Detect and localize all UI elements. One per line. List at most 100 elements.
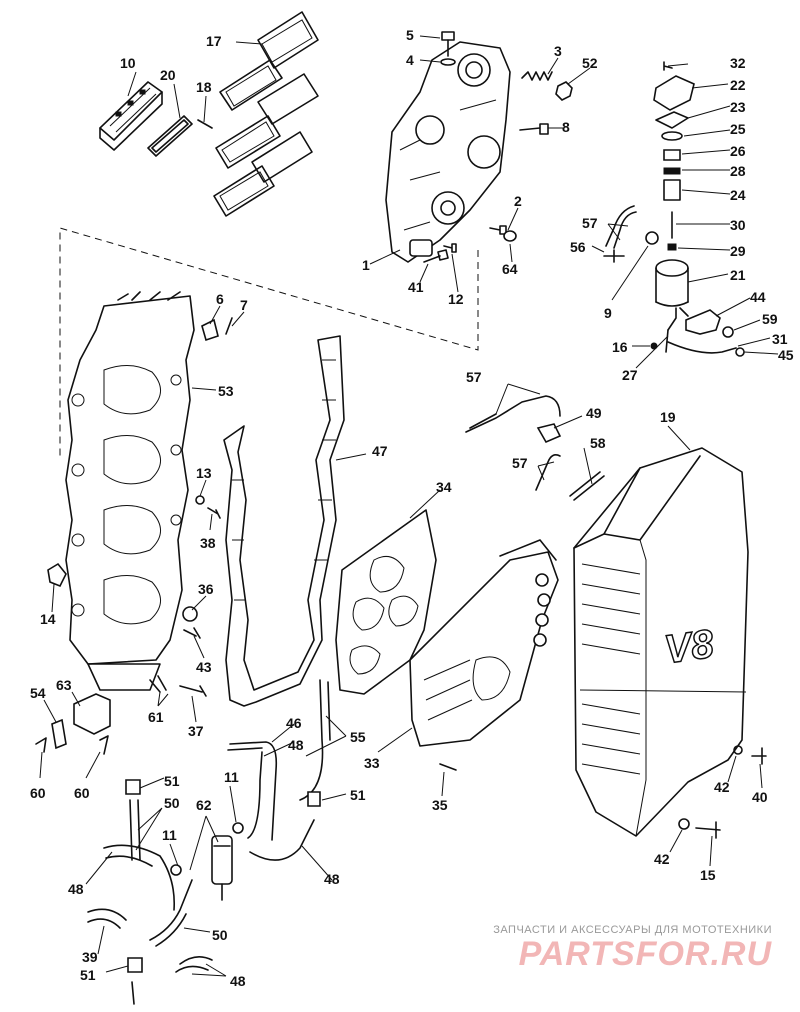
callout-43: 43 — [196, 659, 212, 675]
terminal-part-45 — [735, 347, 745, 357]
callout-42b: 42 — [654, 851, 670, 867]
callout-40: 40 — [752, 789, 768, 805]
diaphragm-part-25 — [661, 131, 683, 141]
callout-50b: 50 — [212, 927, 228, 943]
screw-part-38 — [207, 507, 221, 519]
fitting-part-56 — [603, 249, 625, 263]
callout-51a: 51 — [164, 773, 180, 789]
clip-part-11-right — [232, 822, 244, 834]
callout-15: 15 — [700, 867, 716, 883]
bolt-part-37 — [179, 685, 207, 697]
callout-22: 22 — [730, 77, 746, 93]
callout-10: 10 — [120, 55, 136, 71]
fitting-part-51-top — [125, 779, 141, 795]
clip-part-11-left — [170, 864, 182, 876]
hose-part-57-mid — [465, 395, 561, 433]
hose-part-48-right — [249, 819, 315, 861]
callout-11a: 11 — [224, 769, 239, 785]
callout-50a: 50 — [164, 795, 180, 811]
callout-31: 31 — [772, 331, 788, 347]
callout-26: 26 — [730, 143, 746, 159]
callout-53: 53 — [218, 383, 234, 399]
screw-part-12 — [443, 243, 457, 253]
hose-part-55 — [299, 679, 331, 801]
callout-30: 30 — [730, 217, 746, 233]
callout-57a: 57 — [582, 215, 598, 231]
callout-14: 14 — [40, 611, 56, 627]
callout-8: 8 — [562, 119, 570, 135]
callout-48a: 48 — [288, 737, 304, 753]
callout-11b: 11 — [162, 827, 177, 843]
callout-17: 17 — [206, 33, 222, 49]
intake-gasket-stack-part — [213, 11, 319, 217]
bolt-part-40 — [751, 747, 767, 765]
callout-5: 5 — [406, 27, 414, 43]
washer-part-4 — [440, 58, 456, 66]
callout-58: 58 — [590, 435, 606, 451]
callout-19: 19 — [660, 409, 676, 425]
callout-4: 4 — [406, 52, 414, 68]
hose-part-57-top — [605, 205, 637, 249]
washer-part-42a — [733, 745, 743, 755]
wire-part-31 — [667, 341, 737, 354]
plate-part-54 — [51, 718, 67, 750]
nut-part-52 — [555, 81, 573, 101]
ring-part-29 — [667, 243, 677, 251]
cover-emblem-v8: V8 — [662, 622, 717, 672]
long-gasket-part-47 — [223, 335, 345, 707]
spring-part-26 — [663, 149, 681, 161]
bolt-part-41 — [423, 249, 449, 263]
solenoid-part-21 — [655, 259, 689, 331]
adapter-plate-part — [65, 291, 195, 691]
washer-part-42b — [678, 818, 690, 830]
fitting-part-51-right — [307, 791, 321, 807]
watermark: ЗАПЧАСТИ И АКСЕССУАРЫ ДЛЯ МОТОТЕХНИКИ PA… — [493, 924, 772, 972]
callout-32: 32 — [730, 55, 746, 71]
fitting-part-14 — [47, 562, 67, 588]
hose-part-48-left — [103, 844, 176, 911]
callout-57b: 57 — [466, 369, 482, 385]
screw-part-32 — [663, 61, 673, 71]
sleeve-part-24 — [663, 179, 681, 201]
bolt-part-5 — [441, 31, 455, 57]
gasket-part-23 — [655, 111, 689, 129]
plug-part-36 — [182, 606, 198, 622]
screw-part-35 — [439, 763, 457, 771]
bolt-part-15 — [695, 821, 721, 839]
callout-62: 62 — [196, 797, 212, 813]
callout-46: 46 — [286, 715, 302, 731]
callout-36: 36 — [198, 581, 214, 597]
engine-cover-part-19 — [573, 447, 749, 837]
callout-51c: 51 — [80, 967, 96, 983]
callout-18: 18 — [196, 79, 212, 95]
manifold-cover-part-33 — [409, 539, 559, 747]
callout-60a: 60 — [30, 785, 46, 801]
callout-24: 24 — [730, 187, 746, 203]
callout-2: 2 — [514, 193, 522, 209]
callout-6: 6 — [216, 291, 224, 307]
wire-part-27 — [665, 329, 669, 353]
hose-part-50-low — [149, 879, 193, 947]
fitting-part-49 — [536, 423, 562, 444]
callout-61: 61 — [148, 709, 164, 725]
spring-part-3 — [521, 71, 553, 81]
callout-37: 37 — [188, 723, 204, 739]
hose-part-48-low — [131, 956, 213, 1005]
bracket-part-63 — [73, 693, 111, 735]
callout-35: 35 — [432, 797, 448, 813]
screw-part-18 — [197, 119, 213, 129]
callout-48c: 48 — [68, 881, 84, 897]
callout-51b: 51 — [350, 787, 366, 803]
callout-59: 59 — [762, 311, 778, 327]
screw-part-60b — [99, 735, 109, 755]
callout-21: 21 — [730, 267, 746, 283]
callout-25: 25 — [730, 121, 746, 137]
screw-part-8 — [519, 123, 549, 135]
watermark-tagline: ЗАПЧАСТИ И АКСЕССУАРЫ ДЛЯ МОТОТЕХНИКИ — [493, 924, 772, 936]
callout-34: 34 — [436, 479, 452, 495]
watermark-logo: PARTSFOR.RU — [518, 935, 772, 973]
hose-part-58 — [569, 471, 605, 501]
screw-part-16 — [650, 342, 658, 350]
screw-part-2 — [489, 225, 507, 235]
